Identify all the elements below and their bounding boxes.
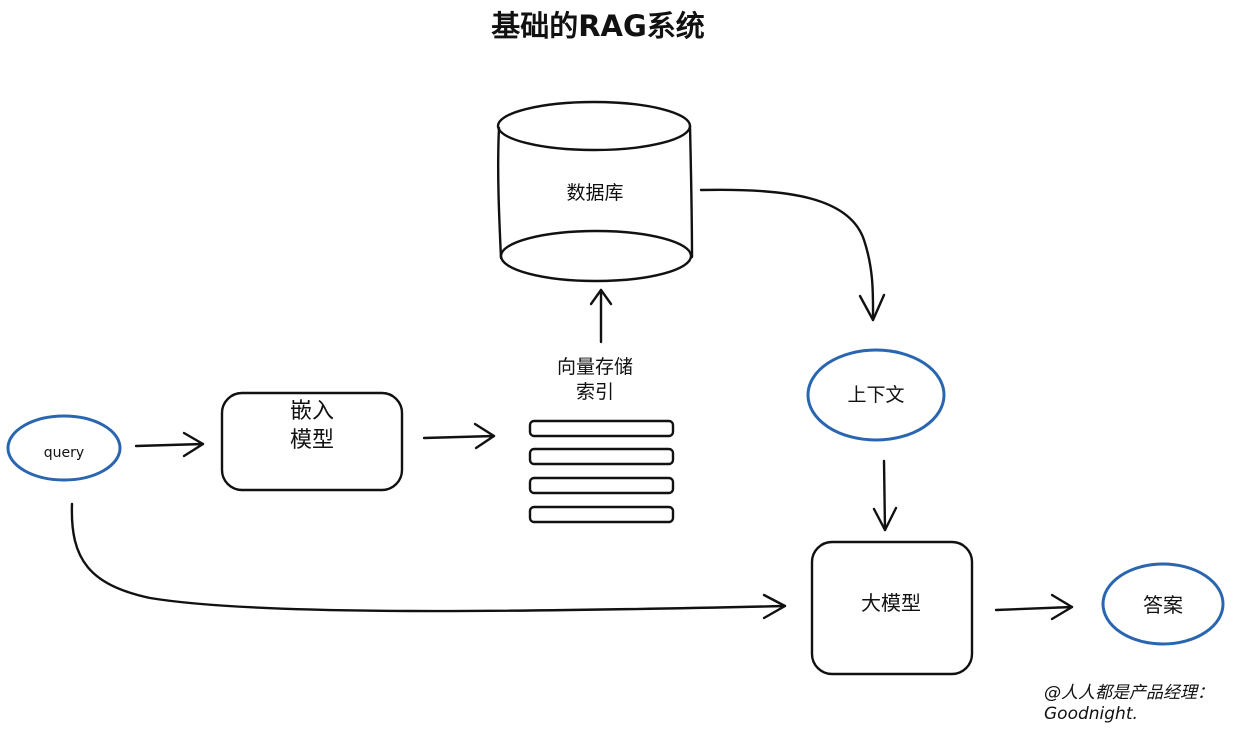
diagram-title: 基础的RAG系统 — [491, 9, 705, 43]
watermark: @人人都是产品经理： Goodnight. — [1044, 683, 1214, 724]
database-cylinder — [496, 100, 694, 283]
query-label: query — [43, 445, 85, 461]
embedding-model-box — [220, 391, 404, 492]
context-label: 上下文 — [847, 384, 905, 406]
answer-oval — [1101, 562, 1225, 646]
vector-index-label: 向量存储 索引 — [556, 356, 633, 403]
context-oval — [806, 348, 946, 442]
llm-label: 大模型 — [861, 591, 921, 615]
llm-box — [810, 540, 974, 676]
answer-label: 答案 — [1143, 593, 1183, 617]
query-oval — [6, 414, 122, 482]
arrow-context-to-llm — [872, 459, 898, 532]
embedding-model-label: 嵌入 模型 — [289, 399, 334, 453]
index-bar — [528, 419, 675, 438]
arrow-query-to-llm — [70, 502, 787, 620]
arrow-embedding-to-index — [422, 422, 496, 450]
vector-index-bars — [528, 419, 675, 524]
index-bar — [528, 447, 675, 466]
database-label: 数据库 — [566, 182, 624, 204]
index-bar — [528, 476, 675, 495]
arrow-database-to-context — [699, 188, 886, 322]
arrow-llm-to-answer — [994, 593, 1074, 621]
arrow-index-to-database — [589, 288, 613, 344]
arrow-query-to-embedding — [134, 431, 205, 458]
index-bar — [528, 505, 675, 524]
